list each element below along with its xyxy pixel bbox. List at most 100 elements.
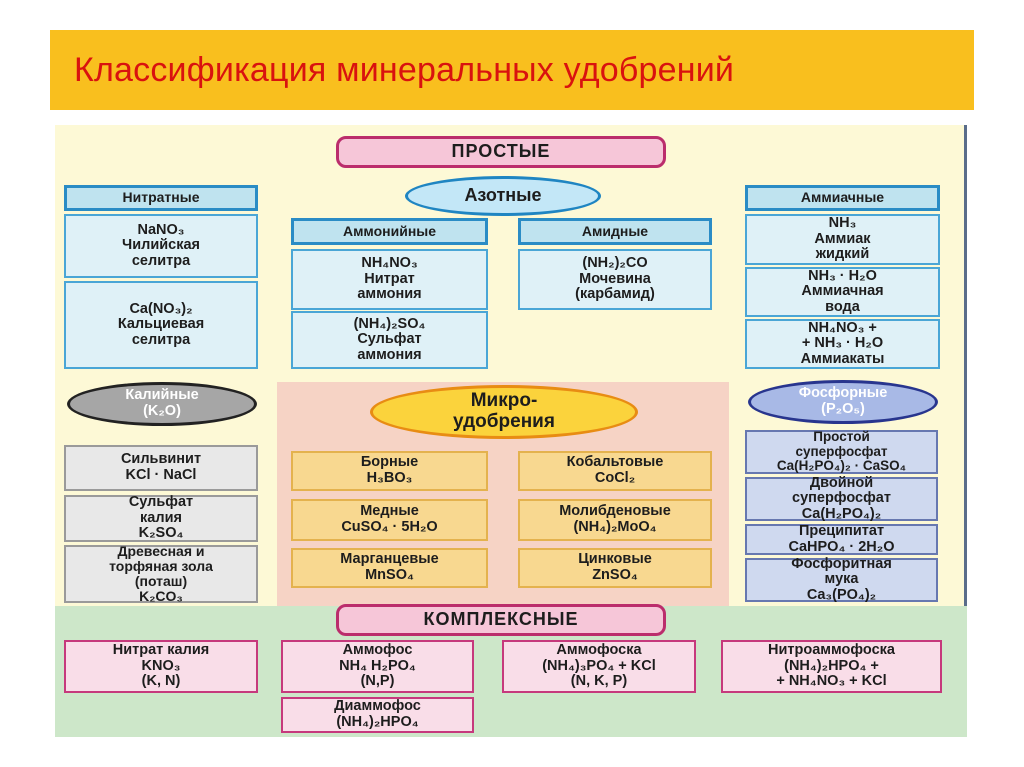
amide-header: Амидные: [518, 218, 712, 245]
formula: (NH₂)₂CO: [582, 255, 648, 272]
name-line: жидкий: [815, 246, 870, 263]
micro-item-copper: Медные CuSO₄ · 5H₂O: [291, 499, 488, 541]
name-line: Аммиачная: [801, 283, 884, 300]
formula: CoCl₂: [594, 470, 636, 486]
potassium-label-formula: (K₂O): [143, 403, 181, 419]
formula: NH₃ · H₂O: [808, 267, 877, 284]
name-line: Древесная и: [117, 542, 205, 559]
name-line: Аммофоска: [556, 642, 642, 659]
formula: CuSO₄ · 5H₂O: [341, 519, 438, 535]
formula: MnSO₄: [365, 567, 414, 583]
nutrients: (K, N): [141, 673, 181, 690]
name-line: селитра: [131, 252, 191, 269]
complex-item-nitroammophoska: Нитроаммофоска (NH₄)₂HPO₄ + + NH₄NO₃ + K…: [721, 640, 942, 693]
formula: K₂CO₃: [139, 588, 183, 605]
simple-label: ПРОСТЫЕ: [336, 136, 666, 168]
complex-item-potassium-nitrate: Нитрат калия KNO₃ (K, N): [64, 640, 258, 693]
nitrate-header-text: Нитратные: [122, 189, 200, 206]
phosphorus-item-3: Фосфоритная мука Ca₃(PO₄)₂: [745, 555, 938, 603]
name-line: Цинковые: [578, 551, 652, 568]
formula: NH₄ H₂PO₄: [339, 657, 416, 674]
simple-label-text: ПРОСТЫЕ: [451, 141, 551, 162]
formula: CaHPO₄ · 2H₂O: [788, 538, 895, 555]
formula: NH₃: [828, 215, 857, 232]
name-line: Сильвинит: [120, 451, 202, 468]
ammonium-header-text: Аммонийные: [342, 222, 437, 239]
name-line: Аммиак: [814, 230, 871, 247]
formula: (NH₄)₃PO₄ + KCl: [542, 657, 656, 674]
nitrogen-label: Азотные: [405, 176, 601, 216]
name-line: Фосфоритная: [791, 555, 892, 572]
complex-item-ammophos: Аммофос NH₄ H₂PO₄ (N,P): [281, 640, 474, 693]
micro-label-text: Микро-: [470, 390, 538, 412]
phosphorus-label-text: Фосфорные: [798, 385, 888, 402]
name-line: калия: [140, 509, 182, 526]
micro-item-manganese: Марганцевые MnSO₄: [291, 548, 488, 588]
name-line: селитра: [131, 331, 191, 348]
nutrients: (N,P): [360, 673, 395, 690]
complex-label: КОМПЛЕКСНЫЕ: [336, 604, 666, 636]
formula: Ca(H₂PO₄)₂ · CaSO₄: [776, 458, 907, 474]
name-line: Простой: [813, 429, 870, 445]
formula: Ca(H₂PO₄)₂: [801, 505, 882, 522]
formula: (NH₄)₂HPO₄ +: [784, 657, 879, 674]
phosphorus-label: Фосфорные (P₂O₅): [748, 380, 938, 424]
formula: (NH₄)₂MoO₄: [573, 519, 657, 535]
name-line: аммония: [357, 346, 422, 363]
ammonia-item-0: NH₃ Аммиак жидкий: [745, 214, 940, 265]
micro-item-cobalt: Кобальтовые CoCl₂: [518, 451, 712, 491]
potassium-label: Калийные (K₂O): [67, 382, 257, 426]
amide-header-text: Амидные: [581, 222, 649, 239]
formula: (NH₄)₂HPO₄: [336, 714, 419, 730]
ammonia-header-text: Аммиачные: [800, 189, 885, 206]
name-line: суперфосфат: [792, 490, 891, 507]
name-line: (карбамид): [575, 286, 655, 303]
nitrogen-label-text: Азотные: [464, 185, 542, 206]
name-line: (поташ): [134, 573, 188, 589]
formula: H₃BO₃: [366, 470, 413, 486]
name-line: Кальциевая: [117, 316, 205, 333]
name-line: Медные: [360, 503, 419, 520]
ammonia-item-1: NH₃ · H₂O Аммиачная вода: [745, 267, 940, 317]
potassium-item-1: Сульфат калия K₂SO₄: [64, 494, 258, 542]
name-line: суперфосфат: [795, 443, 888, 459]
name-line: Марганцевые: [340, 551, 439, 568]
micro-item-boron: Борные H₃BO₃: [291, 451, 488, 491]
amide-item-0: (NH₂)₂CO Мочевина (карбамид): [518, 249, 712, 310]
potassium-item-2: Древесная и торфяная зола (поташ) K₂CO₃: [64, 542, 258, 605]
name-line: + NH₃ · H₂O: [801, 335, 884, 352]
complex-item-diammophos: Диаммофос (NH₄)₂HPO₄: [281, 697, 474, 733]
name-line: Молибденовые: [559, 503, 671, 520]
name-line: Преципитат: [798, 522, 885, 539]
formula: KCl · NaCl: [125, 467, 197, 483]
formula: K₂SO₄: [138, 525, 184, 542]
formula: Ca(NO₃)₂: [129, 300, 193, 317]
potassium-item-0: Сильвинит KCl · NaCl: [64, 445, 258, 491]
micro-item-zinc: Цинковые ZnSO₄: [518, 548, 712, 588]
name-line: Кобальтовые: [566, 454, 664, 471]
potassium-label-text: Калийные: [125, 387, 199, 404]
name-line: Сульфат: [128, 494, 194, 511]
formula: ZnSO₄: [592, 567, 638, 583]
name-line: торфяная зола: [109, 557, 213, 574]
phosphorus-item-0: Простой суперфосфат Ca(H₂PO₄)₂ · CaSO₄: [745, 430, 938, 474]
micro-label-text: удобрения: [453, 411, 555, 432]
complex-label-text: КОМПЛЕКСНЫЕ: [423, 609, 579, 630]
name-line: Диаммофос: [334, 698, 421, 715]
nitrate-header: Нитратные: [64, 185, 258, 211]
phosphorus-item-2: Преципитат CaHPO₄ · 2H₂O: [745, 522, 938, 555]
name-line: вода: [825, 298, 860, 315]
name-line: Нитрат: [364, 270, 415, 287]
ammonium-header: Аммонийные: [291, 218, 488, 245]
title-bar: Классификация минеральных удобрений: [50, 30, 974, 110]
name-line: Двойной: [809, 474, 874, 491]
name-line: Аммиакаты: [800, 350, 885, 367]
name-line: Нитрат калия: [112, 642, 210, 659]
formula: Ca₃(PO₄)₂: [806, 586, 877, 603]
micro-item-molybdenum: Молибденовые (NH₄)₂MoO₄: [518, 499, 712, 541]
name-line: мука: [824, 571, 859, 588]
micro-label: Микро- удобрения: [370, 385, 638, 439]
name-line: Нитроаммофоска: [768, 642, 895, 659]
name-line: аммония: [357, 286, 422, 303]
nitrate-item-1: Ca(NO₃)₂ Кальциевая селитра: [64, 281, 258, 369]
